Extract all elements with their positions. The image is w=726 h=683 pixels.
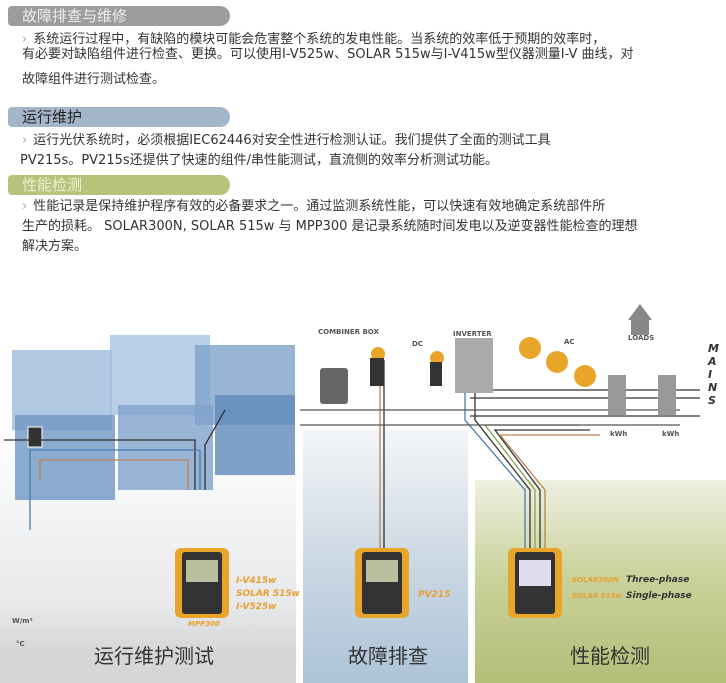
inverter: [455, 338, 493, 393]
house-icon: [628, 304, 652, 335]
text-line: 有必要对缺陷组件进行检查、更换。可以使用I-V525w、SOLAR 515w与I…: [22, 47, 634, 62]
kwh-label: kWh: [662, 430, 680, 438]
device-type: Single-phase: [626, 591, 692, 601]
mains-letter: M: [708, 342, 719, 355]
loads-label: LOADS: [628, 334, 655, 342]
text-line: 运行光伏系统时，必须根据IEC62446对安全性进行检测认证。我们提供了全面的测…: [33, 133, 551, 148]
section-header-maintenance: 运行维护: [8, 107, 230, 127]
text-line: 故障组件进行测试检查。: [22, 72, 166, 87]
mains-letter: I: [708, 368, 713, 381]
bullet: ›: [22, 32, 28, 47]
temperature-label: °C: [16, 640, 25, 648]
diagram-graphics: [4, 304, 700, 618]
clamp-meters: [370, 337, 596, 387]
zone-label-performance: 性能检测: [570, 644, 650, 668]
mains-letter: A: [708, 355, 717, 368]
section-header-performance: 性能检测: [8, 175, 230, 195]
mains-letter: N: [708, 381, 718, 394]
device-model: I-V525w: [236, 602, 277, 612]
device-model: PV215: [418, 590, 451, 600]
text-line: 系统运行过程中，有缺陷的模块可能会危害整个系统的发电性能。当系统的效率低于预期的…: [33, 32, 606, 47]
device-model: SOLAR 515w: [572, 592, 622, 600]
zone-label-maintenance-test: 运行维护测试: [94, 644, 214, 668]
bullet: ›: [22, 133, 28, 148]
solar-panels: [12, 335, 295, 500]
text-line: 生产的损耗。 SOLAR300N, SOLAR 515w 与 MPP300 是记…: [22, 219, 638, 234]
device-model: SOLAR 515w: [236, 589, 300, 599]
inverter-label: INVERTER: [453, 330, 492, 338]
device-model: I-V415w: [236, 576, 277, 586]
text-line: 解决方案。: [22, 239, 88, 254]
ac-label: AC: [564, 338, 575, 346]
dc-label: DC: [412, 340, 423, 348]
kwh-meter: [658, 375, 676, 415]
irradiance-label: W/m²: [12, 617, 33, 625]
bullet: ›: [22, 199, 28, 214]
kwh-meter: [608, 375, 626, 415]
device-model: MPP300: [188, 620, 220, 628]
text-line: PV215s。PV215s还提供了快速的组件/串性能测试，直流侧的效率分析测试功…: [20, 153, 499, 168]
kwh-label: kWh: [610, 430, 628, 438]
combiner-box: [320, 368, 348, 404]
combiner-label: COMBINER BOX: [318, 328, 379, 336]
instruments: [175, 548, 562, 618]
device-type: Three-phase: [626, 575, 690, 585]
section-header-troubleshooting: 故障排查与维修: [8, 6, 230, 26]
device-model: SOLAR300N: [572, 576, 619, 584]
mains-letter: S: [708, 394, 716, 407]
zone-label-troubleshooting: 故障排查: [348, 644, 428, 668]
text-line: 性能记录是保持维护程序有效的必备要求之一。通过监测系统性能，可以快速有效地确定系…: [33, 199, 606, 214]
